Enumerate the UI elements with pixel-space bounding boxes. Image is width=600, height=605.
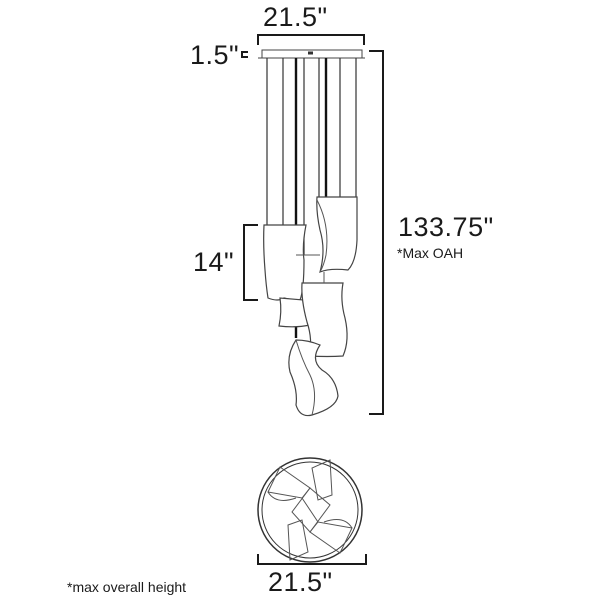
overall-height-note: *Max OAH: [397, 245, 464, 261]
footnote: *max overall height: [67, 579, 187, 595]
bottom-diameter-label: 21.5": [268, 567, 333, 597]
overall-height-label: 133.75": [398, 212, 494, 242]
shade-middle-right: [301, 272, 348, 358]
bottom-width-bracket: [257, 554, 367, 565]
bottom-plan-view: [257, 457, 363, 563]
shade-height-bracket: [243, 224, 258, 301]
canopy: [258, 49, 365, 59]
shade-bottom-flame: [288, 339, 339, 417]
canopy-height-label: 1.5": [190, 40, 240, 70]
shade-upper-right: [316, 196, 358, 274]
shade-left: [263, 224, 320, 328]
shade-height-label: 14": [193, 247, 235, 277]
canopy-width-bracket: [257, 34, 365, 45]
canopy-width-label: 21.5": [263, 2, 328, 32]
canopy-height-bracket: [241, 51, 248, 58]
overall-height-bracket: [369, 50, 384, 415]
